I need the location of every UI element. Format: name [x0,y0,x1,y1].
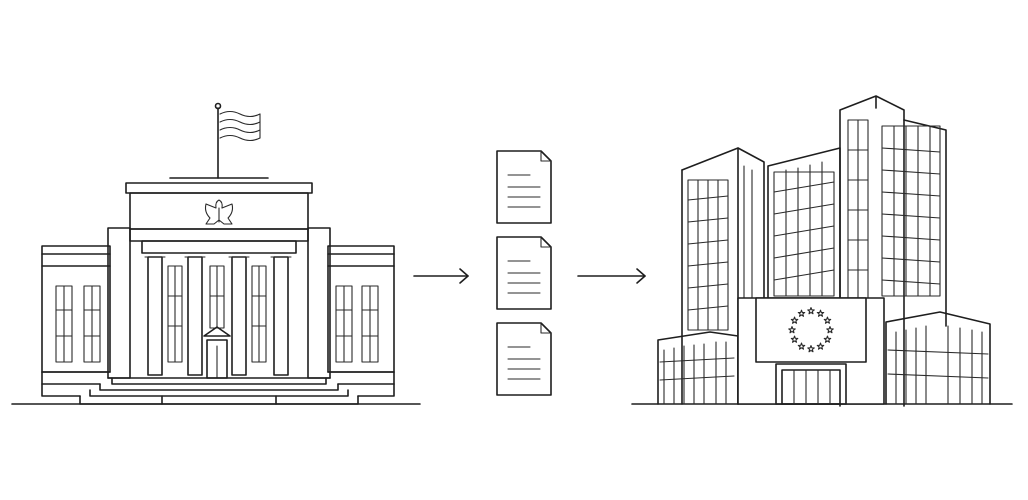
star-icon [797,342,806,350]
star-icon [826,326,834,334]
federal-reserve-building-icon [11,102,421,405]
star-icon [823,335,832,343]
document-icon [496,236,552,310]
star-icon [807,345,815,353]
eu-stars-emblem-icon [788,307,834,353]
arrow-right-icon [577,268,646,284]
star-icon [790,316,799,324]
document-icon [496,150,552,224]
document-icon [496,322,552,396]
star-icon [816,342,825,350]
star-icon [823,316,832,324]
star-icon [816,309,825,317]
entrance-door [775,363,847,405]
eagle-emblem-icon [204,199,234,225]
star-icon [788,326,796,334]
star-icon [790,335,799,343]
arrow-right-icon [413,268,469,284]
entrance-door [203,326,231,379]
star-icon [797,309,806,317]
european-central-bank-building-icon [631,95,1013,407]
document-stack [496,150,552,396]
star-icon [807,307,815,315]
flag-icon [214,102,261,179]
